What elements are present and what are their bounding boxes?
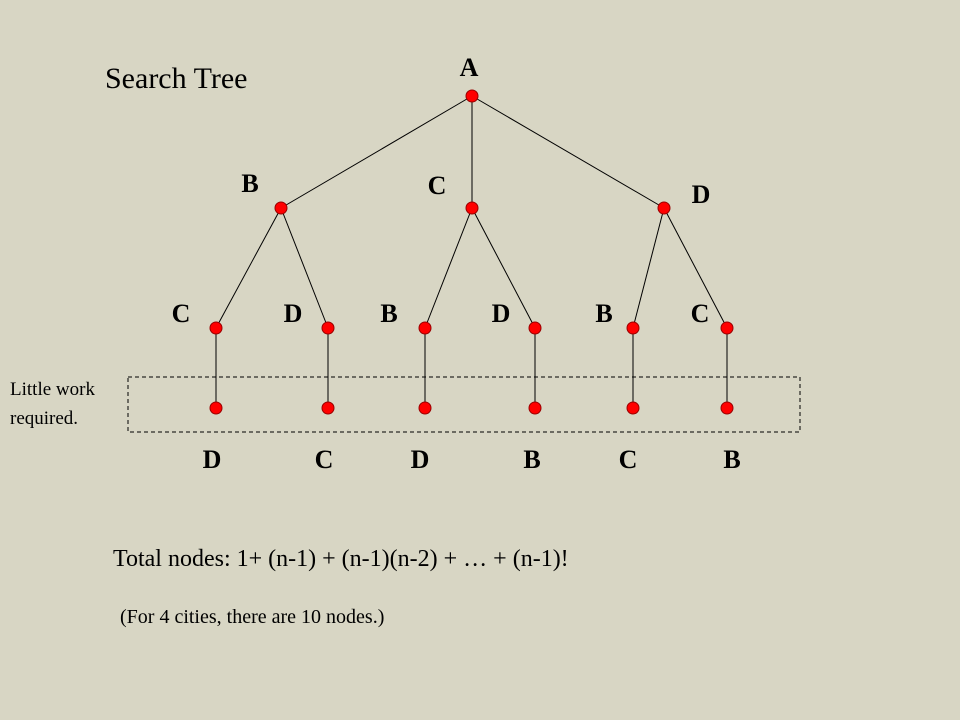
node-label-l2: C bbox=[315, 445, 334, 474]
edge-d1-c3 bbox=[663, 207, 728, 329]
node-label-l3: D bbox=[411, 445, 430, 474]
node-label-l5: C bbox=[619, 445, 638, 474]
leaf-level-highlight-box bbox=[127, 376, 801, 433]
node-label-root: A bbox=[460, 53, 479, 82]
node-label-b2: B bbox=[380, 299, 397, 328]
edge-b1-d2 bbox=[280, 207, 329, 329]
tree-node-root bbox=[465, 89, 479, 103]
annotation-line-2: required. bbox=[10, 408, 78, 429]
edge-c1-d3 bbox=[471, 207, 536, 329]
tree-node-b2 bbox=[418, 321, 432, 335]
tree-node-c2 bbox=[209, 321, 223, 335]
tree-node-l4 bbox=[528, 401, 542, 415]
tree-node-l5 bbox=[626, 401, 640, 415]
edge-b1-c2 bbox=[215, 207, 282, 329]
node-label-b1: B bbox=[241, 169, 258, 198]
tree-node-l2 bbox=[321, 401, 335, 415]
tree-node-b1 bbox=[274, 201, 288, 215]
slide-title: Search Tree bbox=[105, 62, 247, 95]
tree-node-l6 bbox=[720, 401, 734, 415]
node-label-b3: B bbox=[595, 299, 612, 328]
edge-c1-b2 bbox=[424, 207, 473, 329]
node-label-l1: D bbox=[203, 445, 222, 474]
tree-node-d3 bbox=[528, 321, 542, 335]
node-label-d1: D bbox=[692, 180, 711, 209]
node-label-c3: C bbox=[691, 299, 710, 328]
tree-node-d2 bbox=[321, 321, 335, 335]
node-label-c1: C bbox=[428, 171, 447, 200]
edge-root-d1 bbox=[471, 95, 665, 209]
tree-node-l1 bbox=[209, 401, 223, 415]
tree-node-c1 bbox=[465, 201, 479, 215]
edge-root-b1 bbox=[280, 95, 473, 209]
tree-node-c3 bbox=[720, 321, 734, 335]
total-nodes-formula: Total nodes: 1+ (n-1) + (n-1)(n-2) + … +… bbox=[113, 546, 569, 572]
node-label-c2: C bbox=[172, 299, 191, 328]
node-label-d3: D bbox=[492, 299, 511, 328]
tree-node-l3 bbox=[418, 401, 432, 415]
annotation-line-1: Little work bbox=[10, 379, 95, 400]
tree-node-d1 bbox=[657, 201, 671, 215]
node-label-l4: B bbox=[523, 445, 540, 474]
tree-node-labels: A B C D C D B D B C D C D B C B bbox=[172, 53, 741, 474]
node-label-d2: D bbox=[284, 299, 303, 328]
tree-node-b3 bbox=[626, 321, 640, 335]
node-count-note: (For 4 cities, there are 10 nodes.) bbox=[120, 606, 384, 628]
tree-nodes bbox=[209, 89, 734, 415]
tree-edges bbox=[215, 95, 728, 408]
node-label-l6: B bbox=[723, 445, 740, 474]
edge-d1-b3 bbox=[632, 207, 665, 329]
